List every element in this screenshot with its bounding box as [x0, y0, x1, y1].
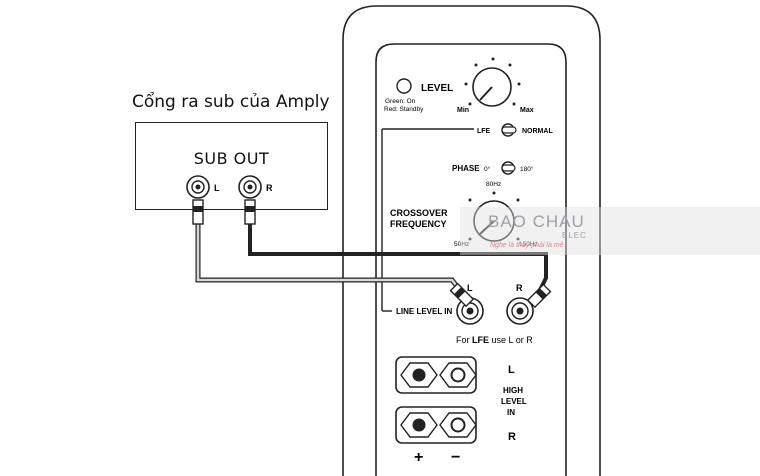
phase-switch-icon [501, 161, 516, 175]
subwoofer-cabinet [342, 5, 601, 476]
high-level-right-terminals [395, 406, 477, 444]
watermark-logo: BAO CHAU ELEC Nghe là thấy phải là mê [470, 212, 610, 256]
caption: Cổng ra sub của Amply [132, 92, 330, 112]
lfe-note: For LFE use L or R [456, 335, 533, 345]
lfe-label: LFE [477, 128, 491, 135]
phase-180-label: 180° [520, 165, 534, 173]
led-status-red: Red: Standby [384, 106, 424, 113]
line-in-left-label: L [467, 283, 473, 293]
sub-out-left-label: L [214, 183, 220, 193]
watermark-band [460, 207, 760, 255]
normal-label: NORMAL [522, 128, 553, 135]
led-status-green: Green: On [385, 98, 416, 105]
sub-out-right-jack-icon [238, 175, 262, 199]
watermark-slogan: Nghe là thấy phải là mê [490, 242, 564, 249]
sub-out-left-jack-icon [186, 175, 210, 199]
phase-label: PHASE [452, 164, 480, 173]
high-level-r-label: R [508, 431, 516, 443]
level-min-label: Min [457, 107, 469, 114]
high-level-label-2: LEVEL [501, 397, 527, 406]
line-level-in-label: LINE LEVEL IN [396, 307, 453, 316]
freq-80-label: 80Hz [486, 181, 501, 188]
level-label: LEVEL [421, 83, 453, 94]
line-in-right-label: R [516, 283, 523, 293]
level-max-label: Max [520, 107, 534, 114]
crossover-label-1: CROSSOVER [390, 208, 448, 218]
minus-label: − [451, 449, 460, 466]
phase-0-label: 0° [484, 165, 491, 173]
control-panel [375, 43, 567, 476]
sub-out-right-label: R [266, 183, 273, 193]
right-rca-cable [244, 199, 552, 309]
sub-out-title: SUB OUT [193, 149, 270, 168]
high-level-left-terminals [395, 356, 477, 394]
power-led-icon [396, 78, 412, 94]
high-level-l-label: L [508, 364, 515, 376]
line-in-right-jack-icon [506, 297, 534, 325]
watermark-sub: ELEC [562, 231, 587, 240]
crossover-knob-icon [468, 191, 520, 242]
watermark-title: BAO CHAU [488, 212, 585, 231]
high-level-label-3: IN [507, 408, 515, 417]
level-knob-icon [464, 57, 521, 107]
left-rca-cable [192, 199, 475, 308]
sub-out-box: SUB OUT [135, 122, 328, 210]
crossover-label-2: FREQUENCY [390, 219, 447, 229]
lfe-normal-switch-icon [501, 123, 517, 137]
freq-50-label: 50Hz [454, 241, 469, 248]
freq-150-label: 150Hz [519, 241, 538, 248]
high-level-label-1: HIGH [503, 386, 523, 395]
plus-label: + [414, 449, 423, 466]
